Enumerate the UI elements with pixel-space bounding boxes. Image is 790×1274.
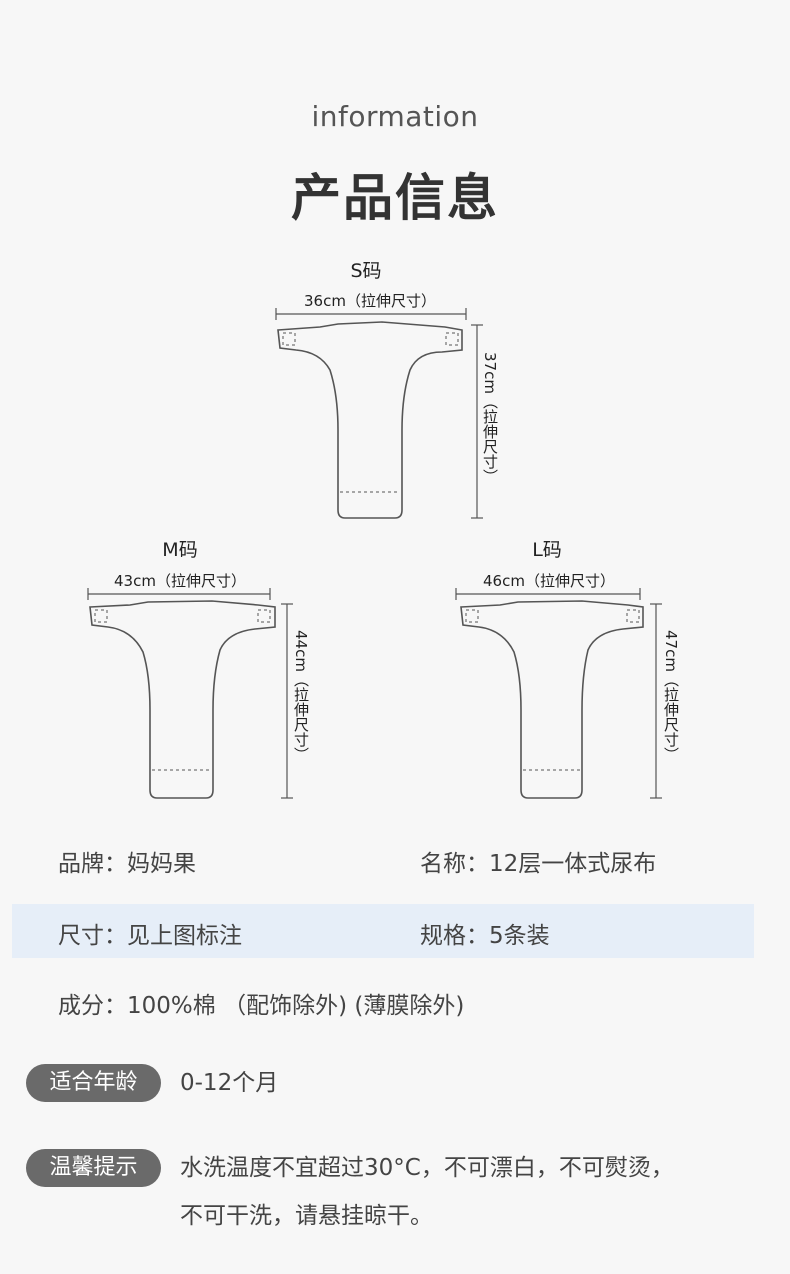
- diaper-s-outline: [277, 321, 463, 519]
- page-title: 产品信息: [291, 169, 499, 227]
- size-s-label: S码: [350, 260, 382, 282]
- composition-text: 成分：100%棉 （配饰除外) (薄膜除外): [58, 993, 465, 1019]
- brand-text: 品牌：妈妈果: [58, 851, 196, 877]
- diaper-m-outline: [89, 600, 276, 799]
- size-m-width: 43cm（拉伸尺寸）: [114, 572, 246, 590]
- info-row-1: 品牌：妈妈果 名称：12层一体式尿布: [12, 832, 754, 886]
- size-m-height: 44cm（拉伸尺寸）: [292, 630, 310, 762]
- tips-line-2: 不可干洗，请悬挂晾干。: [180, 1203, 433, 1229]
- tips-line-1: 水洗温度不宜超过30°C，不可漂白，不可熨烫，: [180, 1155, 674, 1181]
- header-subtitle: information: [311, 100, 479, 133]
- size-diagram: [87, 308, 662, 799]
- size-text: 尺寸：见上图标注: [58, 923, 242, 949]
- product-name-text: 名称：12层一体式尿布: [420, 851, 657, 877]
- diaper-l-outline: [460, 600, 644, 799]
- size-m-label: M码: [162, 539, 198, 561]
- tips-tag: 温馨提示: [26, 1149, 161, 1187]
- size-l-width: 46cm（拉伸尺寸）: [483, 572, 615, 590]
- size-s-width: 36cm（拉伸尺寸）: [304, 292, 436, 310]
- spec-text: 规格：5条装: [420, 923, 550, 949]
- size-s-height: 37cm（拉伸尺寸）: [481, 352, 499, 484]
- info-row-2: 尺寸：见上图标注 规格：5条装: [12, 904, 754, 958]
- info-row-3: 成分：100%棉 （配饰除外) (薄膜除外): [12, 974, 754, 1028]
- age-value: 0-12个月: [180, 1070, 279, 1096]
- size-l-label: L码: [532, 539, 562, 561]
- size-l-height: 47cm（拉伸尺寸）: [662, 630, 680, 762]
- age-tag: 适合年龄: [26, 1064, 161, 1102]
